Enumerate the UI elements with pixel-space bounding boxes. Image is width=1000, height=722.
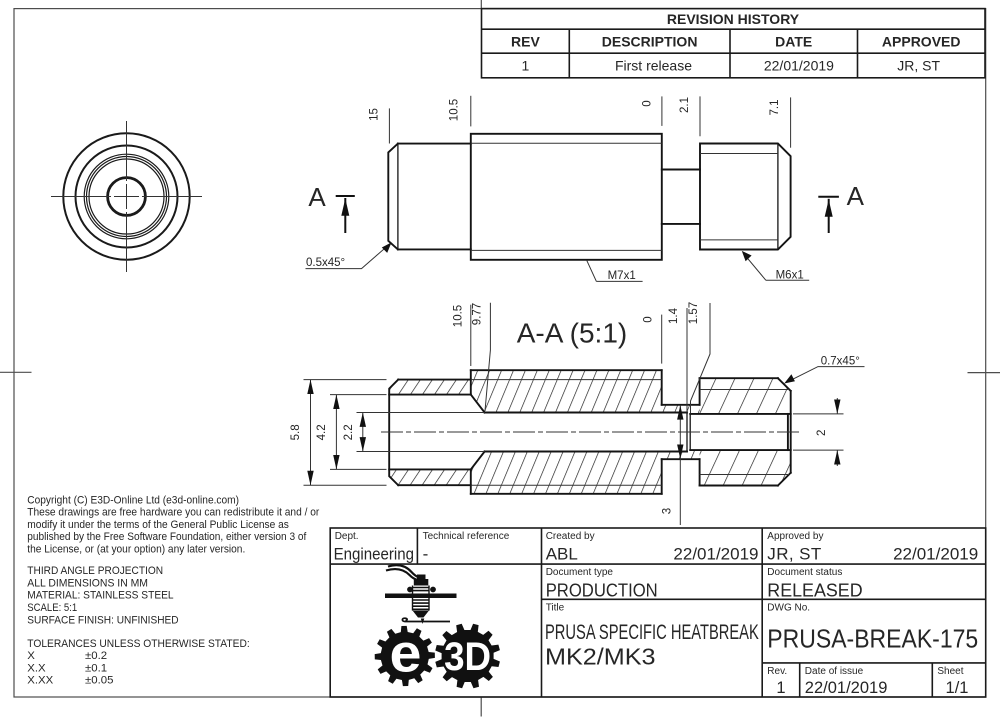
svg-text:PRODUCTION: PRODUCTION bbox=[546, 581, 658, 601]
svg-text:Rev.: Rev. bbox=[767, 666, 787, 677]
svg-text:JR, ST: JR, ST bbox=[897, 58, 940, 74]
svg-text:0.5x45°: 0.5x45° bbox=[306, 257, 345, 269]
svg-text:22/01/2019: 22/01/2019 bbox=[805, 679, 888, 697]
svg-text:RELEASED: RELEASED bbox=[767, 581, 862, 601]
svg-text:1.4: 1.4 bbox=[668, 307, 680, 324]
svg-text:Created by: Created by bbox=[546, 531, 595, 542]
svg-text:Dept.: Dept. bbox=[335, 531, 359, 542]
svg-text:THIRD ANGLE PROJECTION: THIRD ANGLE PROJECTION bbox=[27, 565, 163, 577]
svg-text:-: - bbox=[423, 545, 429, 564]
svg-text:SURFACE FINISH: UNFINISHED: SURFACE FINISH: UNFINISHED bbox=[27, 614, 178, 626]
svg-text:X.X: X.X bbox=[27, 662, 46, 674]
svg-text:REV: REV bbox=[511, 33, 540, 49]
svg-text:9.77: 9.77 bbox=[472, 303, 484, 325]
svg-text:ABL: ABL bbox=[546, 545, 578, 564]
svg-text:REVISION HISTORY: REVISION HISTORY bbox=[667, 11, 800, 27]
svg-text:Document type: Document type bbox=[546, 567, 614, 578]
svg-text:A: A bbox=[308, 182, 326, 212]
svg-text:15: 15 bbox=[369, 108, 381, 121]
svg-text:M6x1: M6x1 bbox=[776, 270, 804, 282]
svg-text:22/01/2019: 22/01/2019 bbox=[764, 58, 834, 74]
svg-text:±0.05: ±0.05 bbox=[85, 675, 113, 687]
svg-text:ALL DIMENSIONS IN MM: ALL DIMENSIONS IN MM bbox=[27, 577, 148, 589]
svg-text:modify it under the terms of t: modify it under the terms of the General… bbox=[27, 519, 289, 531]
svg-text:0: 0 bbox=[642, 100, 654, 106]
svg-text:7.1: 7.1 bbox=[769, 100, 781, 116]
svg-text:Engineering: Engineering bbox=[334, 545, 414, 564]
svg-text:Document status: Document status bbox=[767, 567, 842, 578]
svg-text:M7x1: M7x1 bbox=[608, 270, 636, 282]
svg-text:e: e bbox=[390, 624, 422, 684]
svg-text:First release: First release bbox=[615, 58, 692, 74]
svg-text:2: 2 bbox=[816, 430, 828, 436]
svg-text:X: X bbox=[27, 650, 35, 662]
svg-text:These drawings are free hardwa: These drawings are free hardware you can… bbox=[27, 507, 319, 519]
svg-text:±0.2: ±0.2 bbox=[85, 650, 107, 662]
svg-text:10.5: 10.5 bbox=[453, 305, 465, 327]
svg-text:±0.1: ±0.1 bbox=[85, 662, 107, 674]
svg-text:Approved by: Approved by bbox=[767, 531, 823, 542]
svg-text:DATE: DATE bbox=[775, 33, 812, 49]
svg-text:Title: Title bbox=[546, 602, 565, 613]
svg-text:2.2: 2.2 bbox=[343, 424, 355, 440]
svg-text:DWG No.: DWG No. bbox=[767, 602, 810, 613]
svg-text:Copyright (C) E3D-Online Ltd (: Copyright (C) E3D-Online Ltd (e3d-online… bbox=[27, 494, 239, 506]
svg-text:JR, ST: JR, ST bbox=[767, 545, 821, 564]
svg-text:PRUSA-BREAK-175: PRUSA-BREAK-175 bbox=[767, 624, 978, 654]
svg-text:2.1: 2.1 bbox=[679, 97, 691, 113]
svg-text:0.7x45°: 0.7x45° bbox=[821, 356, 860, 368]
svg-text:22/01/2019: 22/01/2019 bbox=[893, 545, 978, 564]
svg-text:A-A (5:1): A-A (5:1) bbox=[517, 317, 627, 348]
svg-text:TOLERANCES UNLESS OTHERWISE ST: TOLERANCES UNLESS OTHERWISE STATED: bbox=[27, 638, 249, 650]
svg-text:3: 3 bbox=[662, 508, 674, 514]
svg-text:3D: 3D bbox=[444, 635, 491, 679]
svg-text:SCALE: 5:1: SCALE: 5:1 bbox=[27, 602, 77, 614]
svg-text:published by the Free Software: published by the Free Software Foundatio… bbox=[27, 531, 307, 543]
svg-text:A: A bbox=[847, 181, 865, 211]
svg-text:5.8: 5.8 bbox=[290, 424, 302, 440]
svg-text:DESCRIPTION: DESCRIPTION bbox=[602, 33, 698, 49]
svg-text:1.57: 1.57 bbox=[688, 302, 700, 324]
svg-text:the License, or (at your optio: the License, or (at your option) any lat… bbox=[27, 544, 245, 556]
svg-text:Technical reference: Technical reference bbox=[423, 531, 510, 542]
svg-text:4.2: 4.2 bbox=[316, 424, 328, 440]
svg-text:APPROVED: APPROVED bbox=[882, 33, 961, 49]
svg-text:1/1: 1/1 bbox=[946, 679, 969, 697]
svg-text:PRUSA SPECIFIC HEATBREAK: PRUSA SPECIFIC HEATBREAK bbox=[545, 621, 759, 644]
svg-text:0: 0 bbox=[643, 316, 655, 322]
svg-text:Sheet: Sheet bbox=[937, 666, 963, 677]
svg-text:1: 1 bbox=[776, 679, 785, 697]
svg-text:MK2/MK3: MK2/MK3 bbox=[545, 644, 656, 670]
svg-text:MATERIAL: STAINLESS STEEL: MATERIAL: STAINLESS STEEL bbox=[27, 590, 173, 602]
svg-text:1: 1 bbox=[522, 58, 530, 74]
svg-text:X.XX: X.XX bbox=[27, 675, 53, 687]
svg-text:10.5: 10.5 bbox=[449, 99, 461, 121]
svg-text:Date of issue: Date of issue bbox=[805, 666, 864, 677]
svg-text:22/01/2019: 22/01/2019 bbox=[673, 545, 758, 564]
